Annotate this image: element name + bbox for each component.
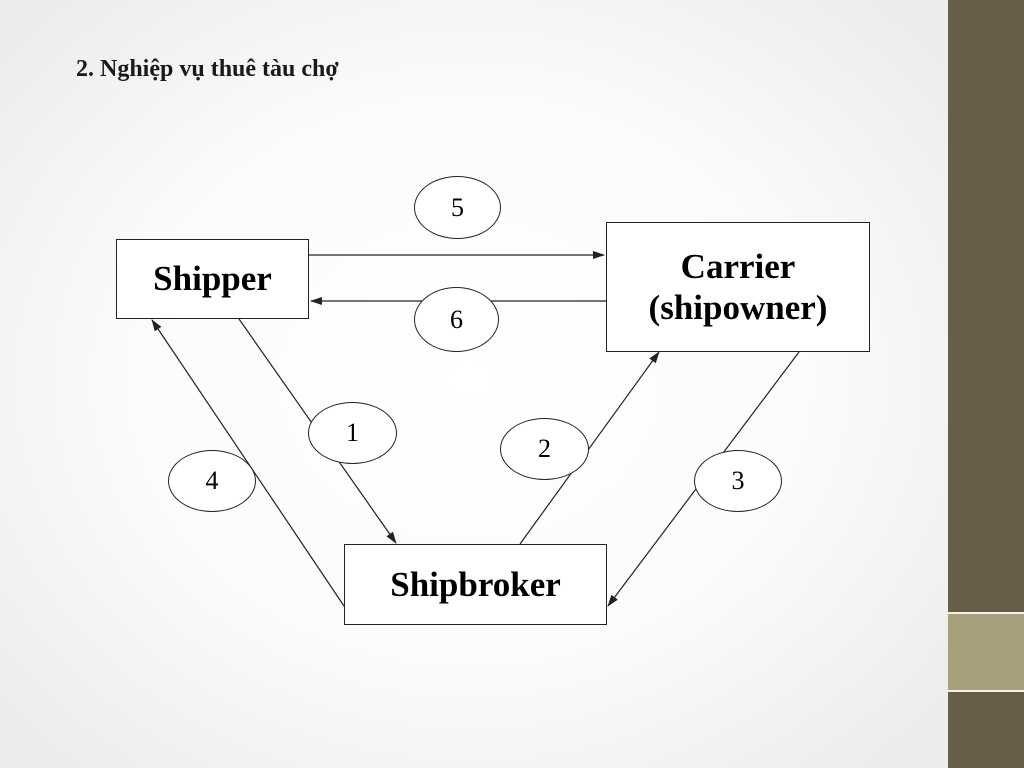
node-carrier-label: Carrier [680, 246, 796, 286]
step-number: 5 [451, 192, 464, 222]
node-shipper: Shipper [116, 239, 309, 319]
step-badge-2: 2 [500, 418, 589, 480]
node-shipbroker: Shipbroker [344, 544, 607, 625]
arrow-step-2 [519, 351, 660, 545]
step-badge-3: 3 [694, 450, 782, 512]
node-shipper-label: Shipper [153, 259, 272, 299]
slide-title: 2. Nghiệp vụ thuê tàu chợ [76, 56, 339, 82]
sidebar-divider [948, 690, 1024, 692]
step-badge-5: 5 [414, 176, 501, 239]
arrow-layer [151, 251, 800, 607]
step-number: 1 [346, 418, 359, 447]
node-shipbroker-label: Shipbroker [390, 564, 561, 604]
step-badge-6: 6 [414, 287, 499, 352]
step-number: 4 [205, 466, 219, 495]
step-number: 3 [731, 466, 745, 495]
step-number: 6 [450, 304, 463, 334]
sidebar-accent-block [948, 614, 1024, 690]
node-carrier: Carrier (shipowner) [606, 222, 870, 352]
node-carrier-sublabel: (shipowner) [648, 288, 828, 327]
sidebar-divider [948, 612, 1024, 614]
step-badge-1: 1 [308, 402, 397, 464]
step-badge-4: 4 [168, 450, 256, 512]
step-number: 2 [538, 434, 551, 463]
